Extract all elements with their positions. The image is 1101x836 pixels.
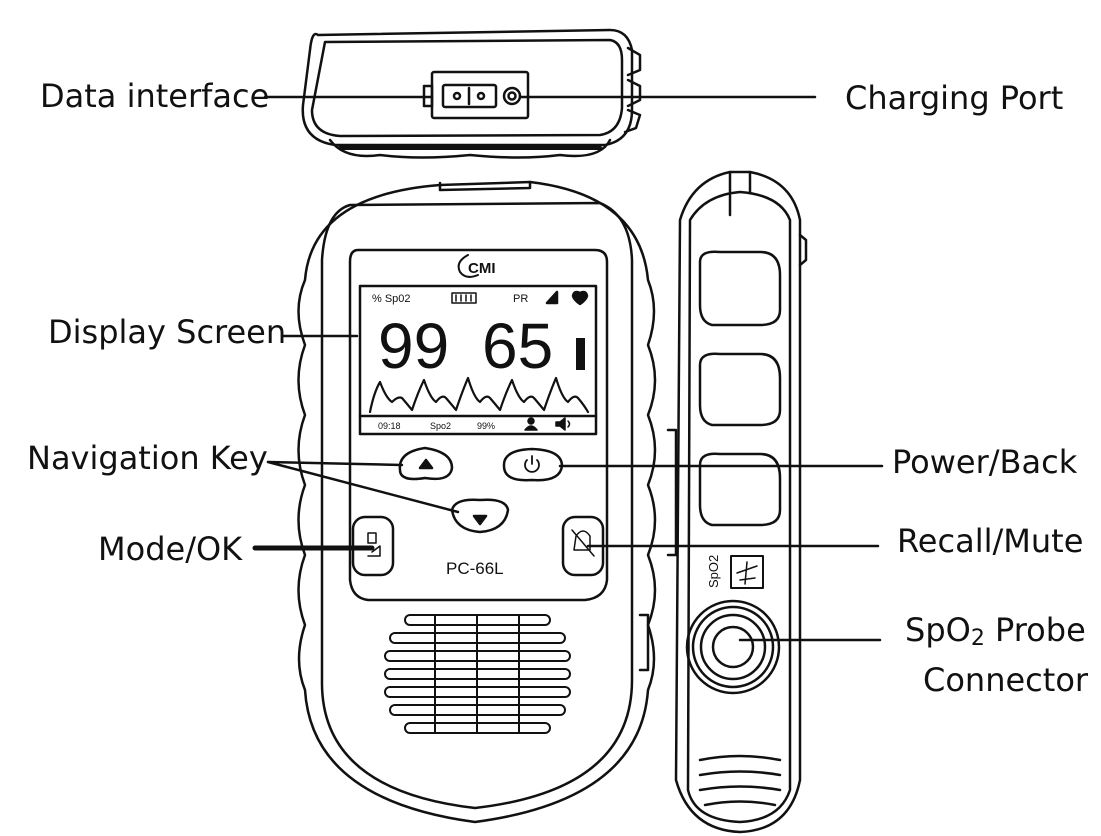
- brand-logo: CMI: [468, 260, 496, 277]
- screen-pr-value: 65: [482, 310, 553, 382]
- screen-spo2-value: 99: [378, 310, 449, 382]
- model-name: PC-66L: [446, 559, 504, 578]
- screen-unit-spo2: % Sp02: [372, 293, 411, 305]
- label-spo2-suffix: Probe: [984, 611, 1086, 649]
- label-spo2-probe: SpO2 Probe: [905, 614, 1086, 650]
- sensor-symbol-icon: [730, 555, 764, 589]
- top-view: [301, 28, 642, 159]
- heart-icon: [571, 290, 589, 306]
- side-grip-2: [698, 352, 782, 427]
- data-interface-port: [430, 70, 530, 120]
- label-power-back: Power/Back: [892, 443, 1078, 481]
- power-back-key: [502, 447, 564, 482]
- label-data-interface: Data interface: [40, 77, 270, 115]
- screen-pr-label: PR: [513, 293, 528, 305]
- battery-icon: [451, 292, 477, 304]
- side-view: [666, 170, 808, 834]
- label-connector: Connector: [923, 661, 1089, 699]
- person-icon: [524, 417, 538, 431]
- leader-lines: [252, 95, 884, 642]
- label-spo2-prefix: SpO: [905, 611, 971, 649]
- label-display-screen: Display Screen: [48, 313, 287, 351]
- screen-status-value: 99%: [477, 421, 495, 431]
- side-grip-3: [698, 452, 782, 527]
- spo2-probe-connector: [685, 599, 781, 695]
- pleth-waveform: [368, 376, 590, 414]
- screen-time: 09:18: [378, 421, 401, 431]
- speaker-icon: [555, 417, 571, 431]
- display-screen: [358, 284, 598, 436]
- label-charging-port: Charging Port: [845, 79, 1064, 117]
- pulse-bar: [576, 338, 585, 370]
- side-grip-1: [698, 250, 782, 327]
- label-navigation-key: Navigation Key: [27, 439, 268, 477]
- label-mode-ok: Mode/OK: [98, 530, 243, 568]
- screen-status-label: Spo2: [430, 421, 451, 431]
- label-spo2-sub: 2: [970, 626, 985, 651]
- front-view: [297, 180, 657, 824]
- label-recall-mute: Recall/Mute: [897, 522, 1084, 560]
- side-spo2-label: SpO2: [706, 555, 721, 588]
- signal-icon: [545, 290, 559, 305]
